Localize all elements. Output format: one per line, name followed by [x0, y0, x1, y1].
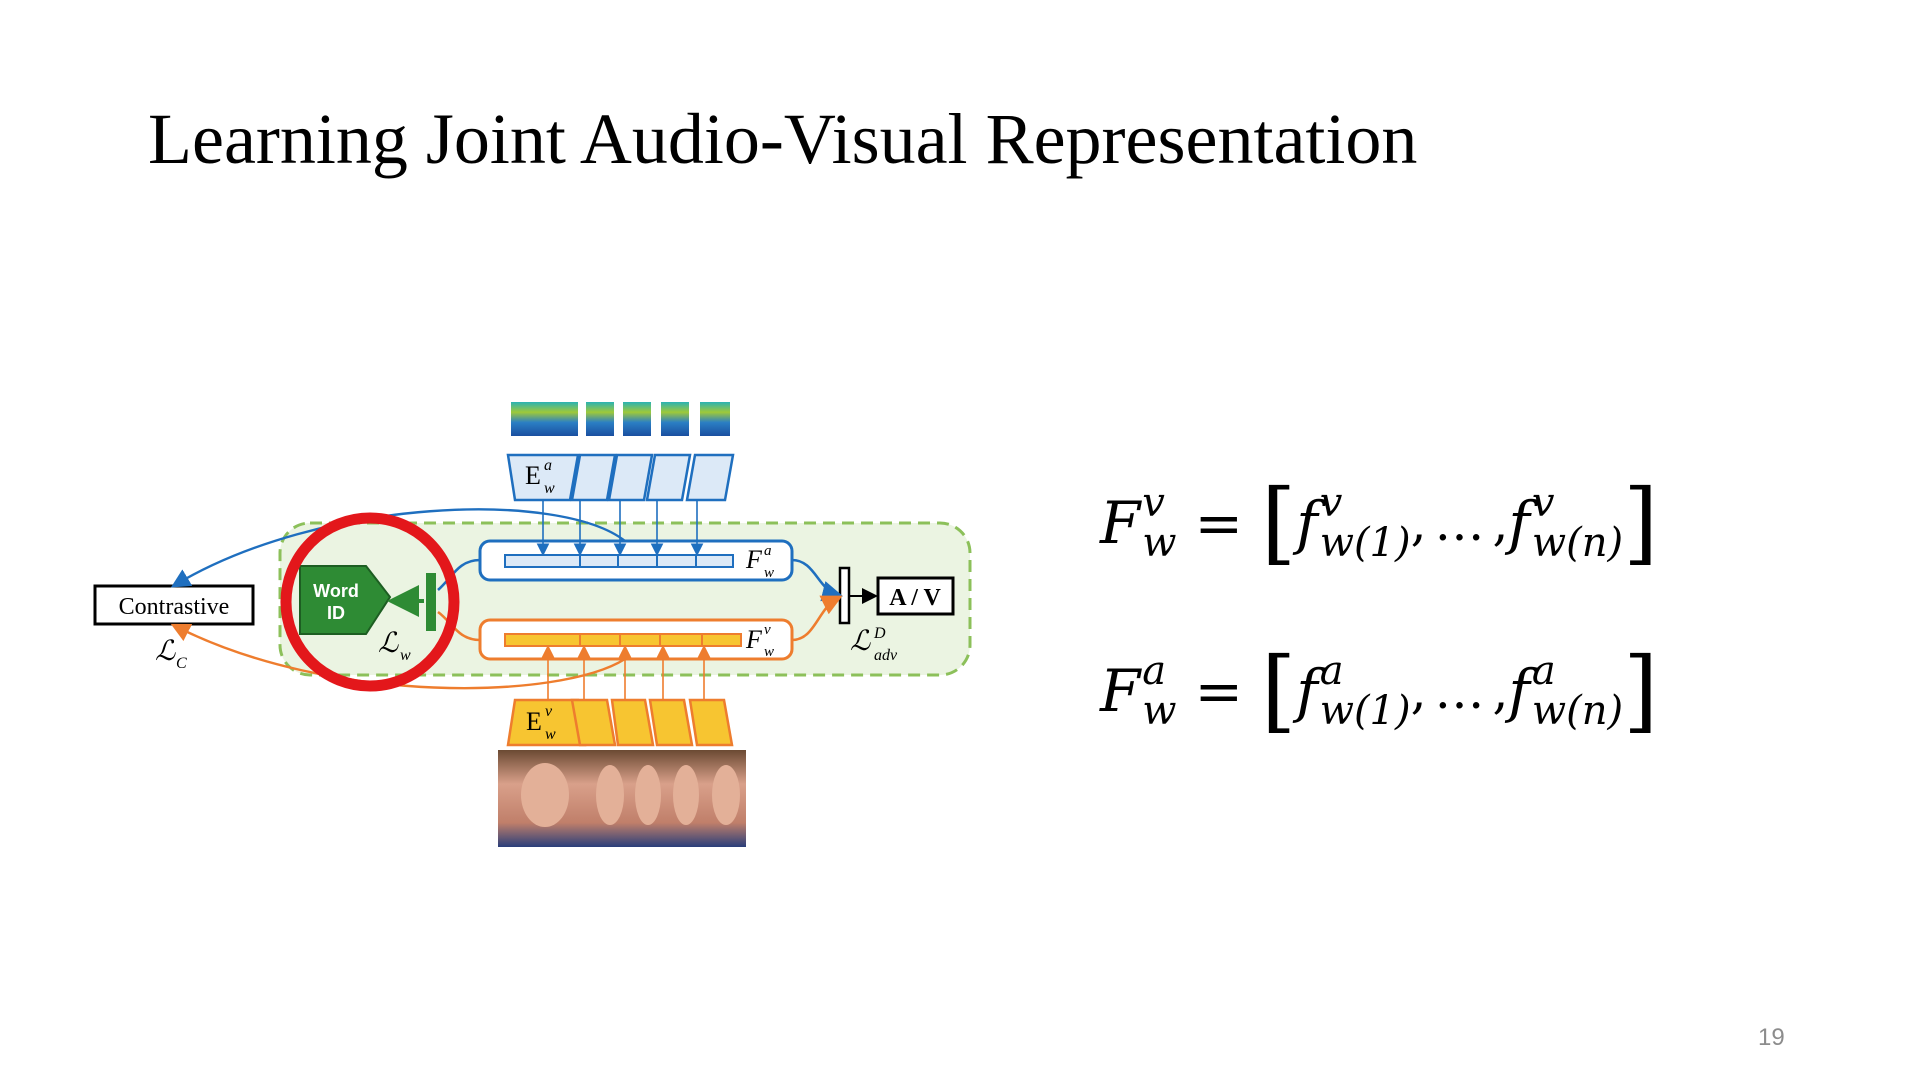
svg-text:w: w: [544, 480, 555, 497]
audio-spectrogram: [511, 402, 730, 436]
svg-text:D: D: [873, 625, 886, 642]
svg-text:a: a: [764, 543, 772, 559]
av-label: A / V: [889, 585, 941, 611]
page-number: 19: [1758, 1024, 1785, 1051]
word-classifier-bar: [426, 573, 436, 631]
audio-encoder: [506, 453, 735, 502]
discriminator-bar: [838, 566, 851, 625]
svg-text:v: v: [545, 703, 553, 720]
svg-text:w: w: [764, 644, 774, 660]
svg-text:a: a: [544, 457, 552, 474]
contrastive-box: [93, 584, 255, 626]
svg-text:v: v: [764, 622, 771, 638]
av-box: [876, 576, 955, 616]
visual-encoder: [506, 698, 734, 747]
word-id-label-1: Word: [313, 581, 359, 601]
svg-text:w: w: [545, 726, 556, 743]
contrastive-label: Contrastive: [119, 594, 230, 620]
word-loss: ℒ: [378, 628, 399, 659]
highlight-circle: [280, 512, 460, 692]
audio-feature-label: F: [745, 545, 763, 574]
audio-encoder-label: E: [525, 461, 541, 490]
word-id-block: [299, 565, 392, 635]
word-id-label-2: ID: [327, 603, 345, 623]
svg-text:w: w: [400, 647, 411, 664]
adversarial-loss: ℒ: [850, 626, 871, 657]
visual-feature-label: F: [745, 625, 763, 654]
svg-text:w: w: [764, 565, 774, 581]
visual-encoder-label: E: [526, 707, 542, 736]
contrastive-loss: ℒ: [155, 636, 176, 667]
svg-text:adv: adv: [874, 647, 898, 664]
slide-title: Learning Joint Audio-Visual Representati…: [148, 99, 1418, 179]
svg-text:C: C: [176, 655, 187, 672]
video-frames: [498, 750, 746, 847]
